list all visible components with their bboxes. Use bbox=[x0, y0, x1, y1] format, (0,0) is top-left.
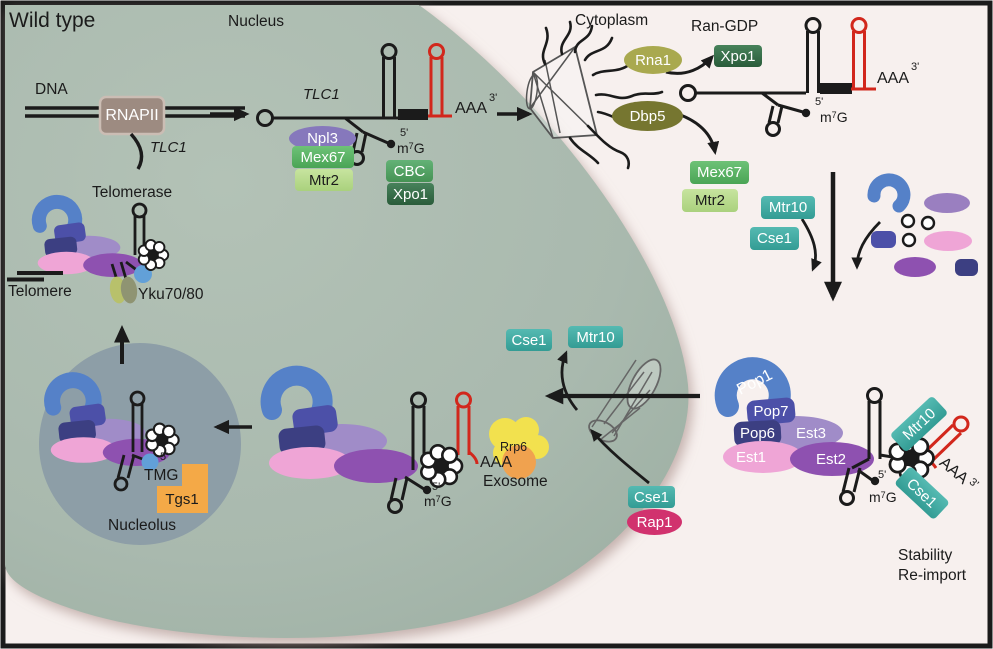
subunit-assembly-arrow bbox=[851, 221, 881, 270]
cbc-badge: CBC bbox=[386, 160, 433, 182]
tmg-label: TMG bbox=[144, 467, 179, 484]
rna1-arrow bbox=[665, 54, 715, 75]
five-prime-label: 5' bbox=[815, 96, 824, 108]
nascent-tlc1-rna bbox=[129, 132, 144, 170]
tlc1-black-box-element bbox=[820, 83, 852, 94]
mtr2-badge: Mtr2 bbox=[295, 169, 353, 191]
nucleolus-label: Nucleolus bbox=[108, 517, 177, 534]
tlc1-rna-reimport bbox=[839, 387, 899, 506]
poly-a-label: AAA bbox=[877, 70, 910, 87]
ran-gdp-label: Ran-GDP bbox=[691, 18, 759, 35]
poly-a-label: AAA bbox=[480, 454, 513, 471]
tlc1-label: TLC1 bbox=[303, 86, 340, 103]
rna1-badge: Rna1 bbox=[624, 46, 682, 74]
tgs1-label: Tgs1 bbox=[165, 490, 199, 508]
dbp5-badge: Dbp5 bbox=[612, 101, 683, 131]
m7g-cap-label: m7G bbox=[424, 493, 452, 509]
xpo1-badge: Xpo1 bbox=[387, 183, 434, 205]
tlc1-black-box-element bbox=[398, 109, 428, 120]
five-prime-label: 5' bbox=[432, 481, 441, 493]
cse1-rap1-arrow bbox=[590, 428, 650, 485]
five-prime-label: 5' bbox=[400, 127, 409, 139]
m7g-cap-label: m7G bbox=[397, 140, 425, 156]
telomere-label: Telomere bbox=[8, 283, 72, 300]
m7g-cap-label: m7G bbox=[869, 489, 897, 505]
importin-recycle-arrow bbox=[557, 350, 579, 411]
cytoplasm-label: Cytoplasm bbox=[575, 12, 649, 29]
five-prime-label: 5' bbox=[160, 451, 169, 463]
mtr10-cse1-arrow bbox=[800, 218, 822, 272]
free-telomerase-subunits-icon bbox=[867, 173, 978, 277]
tlc1-red-hairpin-nucleus bbox=[428, 43, 452, 118]
rnapii-label: RNAPII bbox=[105, 106, 159, 124]
dna-label: DNA bbox=[35, 81, 68, 98]
mtr2-badge: Mtr2 bbox=[682, 189, 738, 212]
mex67-badge: Mex67 bbox=[292, 146, 354, 168]
nucleus-label: Nucleus bbox=[228, 13, 284, 30]
mtr10-badge: Mtr10 bbox=[761, 196, 815, 219]
telomere-bars-icon bbox=[7, 271, 63, 282]
cse1-badge: Cse1 bbox=[750, 227, 799, 250]
three-prime-label: 3' bbox=[911, 61, 920, 73]
yku80-icon bbox=[120, 276, 138, 304]
est1-label: Est1 bbox=[735, 448, 766, 466]
xpo1-badge: Xpo1 bbox=[714, 45, 762, 67]
tlc1-rna-cytoplasm bbox=[679, 17, 822, 137]
pop6-label: Pop6 bbox=[739, 424, 776, 442]
mtr10-badge: Mtr10 bbox=[568, 326, 623, 348]
tmg-cap-icon bbox=[141, 453, 159, 471]
tlc1-red-hairpin-nuclear-complex bbox=[455, 391, 479, 465]
cse1-badge: Cse1 bbox=[628, 486, 675, 508]
exosome-icon bbox=[489, 417, 549, 479]
est3-label: Est3 bbox=[795, 424, 826, 442]
m7g-cap-label: m7G bbox=[820, 109, 848, 125]
exosome-label: Exosome bbox=[483, 473, 548, 490]
est2-label: Est2 bbox=[815, 450, 846, 468]
stability-label: Stability bbox=[898, 547, 953, 564]
rap1-badge: Rap1 bbox=[627, 509, 682, 535]
tlc1-rna-telomere bbox=[110, 202, 148, 281]
nuclear-pore-icon bbox=[525, 45, 599, 139]
tgs1-icon bbox=[157, 464, 208, 513]
rrp6-label: Rrp6 bbox=[500, 440, 528, 454]
reimport-label: Re-import bbox=[898, 567, 967, 584]
five-prime-label: 5' bbox=[878, 469, 887, 481]
cap-dot bbox=[386, 139, 396, 149]
tlc1-red-hairpin-cytoplasm bbox=[850, 17, 876, 91]
cap-dot bbox=[422, 485, 432, 495]
yku-label: Yku70/80 bbox=[138, 286, 204, 303]
diagram-title: Wild type bbox=[9, 9, 96, 32]
assembled-telomerase-complex-icon bbox=[714, 357, 874, 476]
cse1-badge: Cse1 bbox=[506, 329, 552, 351]
cap-dot bbox=[801, 108, 811, 118]
tlc1-label: TLC1 bbox=[150, 139, 187, 156]
poly-a-label: AAA bbox=[455, 100, 488, 117]
pop7-label: Pop7 bbox=[753, 402, 789, 420]
cap-dot bbox=[870, 476, 880, 486]
dbp5-arrow bbox=[677, 112, 720, 155]
telomerase-label: Telomerase bbox=[92, 184, 173, 201]
tlc1-rna-nucleus bbox=[256, 43, 410, 166]
mex67-badge: Mex67 bbox=[690, 161, 749, 184]
three-prime-label: 3' bbox=[489, 92, 498, 104]
